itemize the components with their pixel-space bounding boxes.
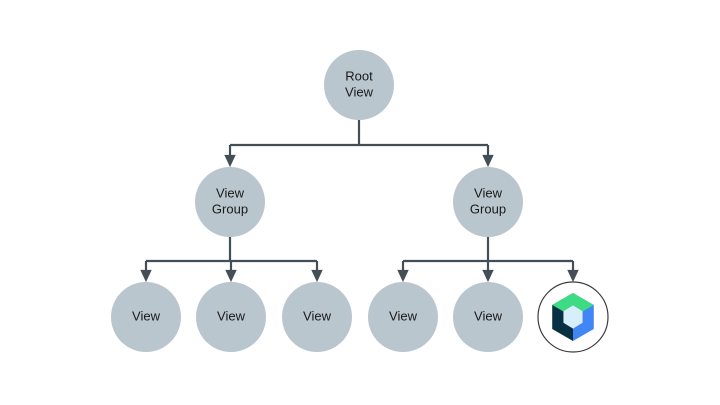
tree-node: View — [282, 282, 352, 352]
node-label: View — [216, 185, 245, 200]
node-circle — [282, 282, 352, 352]
logo-face-top — [552, 293, 594, 317]
node-label: View — [217, 308, 246, 323]
logo-center-hexagon — [563, 305, 583, 329]
node-label: Group — [212, 201, 248, 216]
tree-node: View — [453, 282, 523, 352]
connector-layer — [140, 120, 579, 283]
node-label: View — [132, 308, 161, 323]
connector-group — [224, 120, 494, 168]
node-circle — [368, 282, 438, 352]
node-circle — [453, 282, 523, 352]
node-label: View — [474, 308, 503, 323]
node-circle — [111, 282, 181, 352]
node-label: View — [303, 308, 332, 323]
node-label: View — [389, 308, 418, 323]
node-label: Root — [345, 68, 373, 83]
tree-node: View — [196, 282, 266, 352]
node-circle — [453, 167, 523, 237]
node-label: Group — [470, 201, 506, 216]
tree-node: View — [111, 282, 181, 352]
node-circle — [324, 50, 394, 120]
tree-node: View — [368, 282, 438, 352]
connector-group — [397, 237, 579, 283]
node-circle — [196, 282, 266, 352]
connector-group — [140, 237, 323, 283]
node-label: View — [345, 84, 374, 99]
node-label: View — [474, 185, 503, 200]
node-circle — [195, 167, 265, 237]
jetpack-compose-logo — [537, 281, 609, 353]
